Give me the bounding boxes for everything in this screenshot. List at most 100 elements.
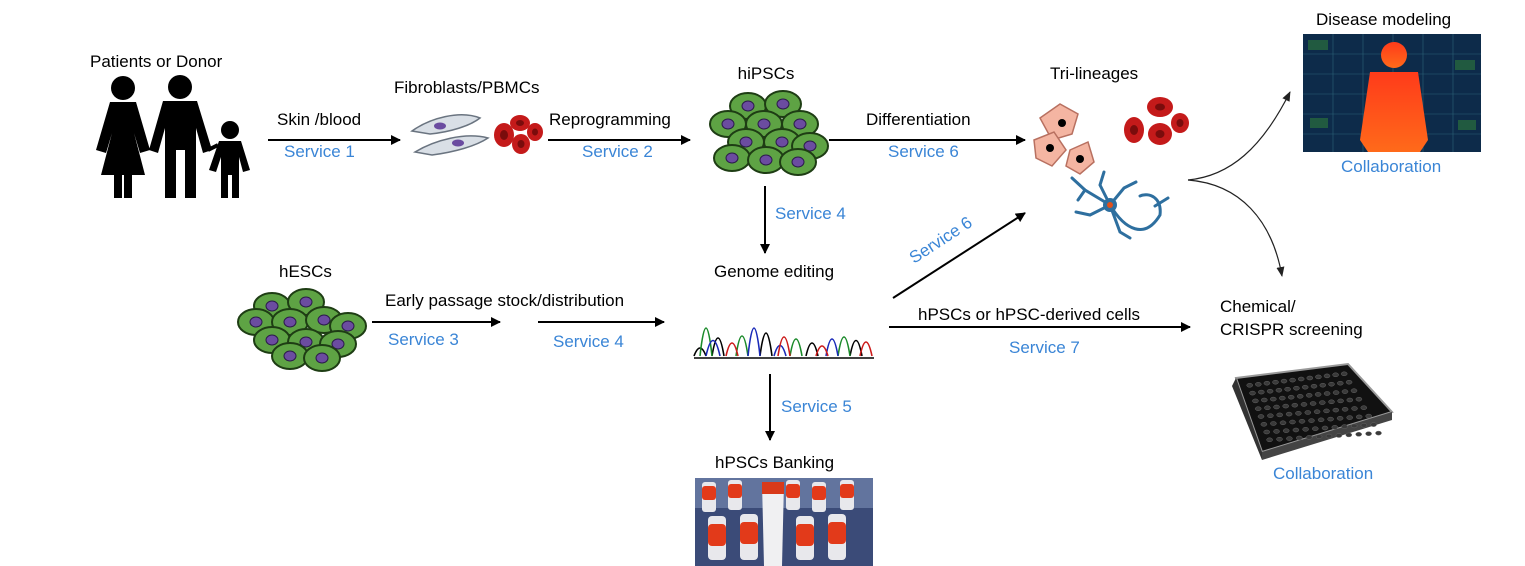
plate-well bbox=[1346, 397, 1354, 403]
plate-well bbox=[1297, 376, 1305, 382]
plate-well bbox=[1305, 393, 1313, 398]
plate-well bbox=[1332, 407, 1340, 413]
service-4-label: Service 4 bbox=[775, 204, 846, 223]
plate-well bbox=[1312, 426, 1319, 431]
plate-well bbox=[1276, 436, 1283, 442]
curve-to-disease-modeling bbox=[1187, 91, 1291, 181]
node-hpscs-banking-label: hPSCs Banking bbox=[715, 453, 835, 472]
plate-well bbox=[1298, 419, 1306, 424]
plate-well bbox=[1279, 420, 1287, 426]
node-genome-editing-label: Genome editing bbox=[714, 262, 835, 281]
red-blood-cells-icon bbox=[1124, 97, 1189, 145]
plate-well bbox=[1351, 406, 1358, 411]
edge-differentiation-label: Differentiation bbox=[866, 110, 971, 129]
plate-well bbox=[1321, 425, 1329, 431]
plate-well bbox=[1325, 433, 1333, 439]
plate-well bbox=[1328, 399, 1335, 405]
edge-skin-blood-label: Skin /blood bbox=[277, 110, 362, 129]
plate-well bbox=[1289, 419, 1296, 425]
plate-well bbox=[1273, 429, 1280, 434]
service-3-label: Service 3 bbox=[388, 330, 459, 349]
plate-well bbox=[1280, 378, 1288, 384]
plate-well bbox=[1365, 431, 1372, 436]
plate-well bbox=[1341, 389, 1349, 394]
plate-well bbox=[1355, 414, 1363, 420]
plate-well bbox=[1263, 429, 1270, 435]
node-disease-modeling-label: Disease modeling bbox=[1316, 10, 1452, 29]
plate-well bbox=[1254, 406, 1262, 411]
plate-well bbox=[1255, 382, 1262, 387]
plate-well bbox=[1332, 372, 1339, 378]
plate-well bbox=[1313, 409, 1321, 414]
plate-well bbox=[1337, 380, 1344, 386]
plate-well bbox=[1350, 423, 1358, 429]
fibroblast-cells-icon bbox=[410, 114, 490, 156]
plate-well bbox=[1292, 427, 1300, 433]
plate-well bbox=[1345, 432, 1353, 438]
cell-colony-icon bbox=[237, 288, 367, 372]
collaboration-disease-label: Collaboration bbox=[1341, 157, 1442, 176]
plate-well bbox=[1284, 386, 1291, 392]
plate-well bbox=[1296, 435, 1303, 441]
service-4b-label: Service 4 bbox=[553, 332, 624, 351]
family-silhouette-icon bbox=[96, 75, 250, 198]
plate-well bbox=[1350, 388, 1358, 393]
node-hipscs-label: hiPSCs bbox=[737, 64, 795, 83]
plate-well bbox=[1270, 396, 1277, 402]
arrows bbox=[268, 135, 1191, 441]
plate-well bbox=[1296, 394, 1304, 399]
plate-well bbox=[1365, 413, 1372, 419]
plate-well bbox=[1328, 381, 1335, 387]
plate-well bbox=[1275, 387, 1283, 393]
plate-well bbox=[1323, 391, 1331, 396]
plate-well bbox=[1261, 397, 1268, 403]
node-screening-label-2: CRISPR screening bbox=[1220, 320, 1363, 339]
node-trilineages-label: Tri-lineages bbox=[1050, 64, 1139, 83]
plate-well bbox=[1300, 402, 1308, 407]
edge-early-passage-label: Early passage stock/distribution bbox=[385, 291, 625, 310]
cell-colony-icon bbox=[709, 90, 829, 176]
plate-well bbox=[1305, 435, 1313, 440]
edge-hpsc-derived-label: hPSCs or hPSC-derived cells bbox=[918, 305, 1141, 324]
plate-well bbox=[1341, 424, 1348, 429]
plate-well bbox=[1370, 422, 1377, 427]
plate-well bbox=[1295, 411, 1302, 416]
plate-well bbox=[1317, 417, 1325, 423]
plate-well bbox=[1319, 382, 1327, 388]
curved-arrows bbox=[1187, 91, 1291, 277]
plate-well bbox=[1264, 405, 1271, 411]
tube-rack-photo-icon bbox=[695, 478, 873, 566]
plate-well bbox=[1267, 413, 1274, 418]
plate-well bbox=[1282, 428, 1290, 433]
edge-reprogramming-label: Reprogramming bbox=[549, 110, 671, 129]
plate-well bbox=[1341, 407, 1349, 412]
plate-well bbox=[1346, 415, 1353, 420]
plate-well bbox=[1270, 421, 1277, 426]
cardiomyocyte-cells-icon bbox=[1033, 103, 1095, 175]
collaboration-screening-label: Collaboration bbox=[1273, 464, 1374, 483]
plate-well bbox=[1301, 384, 1309, 390]
plate-well bbox=[1315, 374, 1322, 380]
plate-well bbox=[1360, 423, 1368, 428]
plate-well bbox=[1286, 436, 1293, 441]
plate-well bbox=[1337, 398, 1344, 404]
service-6-diagonal-label: Service 6 bbox=[906, 213, 976, 268]
plate-well bbox=[1246, 383, 1253, 388]
plate-well bbox=[1355, 396, 1363, 402]
arrow-service-6 bbox=[892, 212, 1026, 299]
plate-well bbox=[1310, 383, 1318, 389]
plate-well bbox=[1266, 437, 1273, 443]
plate-well bbox=[1306, 375, 1314, 381]
service-1-label: Service 1 bbox=[284, 142, 355, 161]
multiwell-plate-icon bbox=[1232, 362, 1394, 460]
plate-well bbox=[1335, 433, 1343, 438]
plate-well bbox=[1302, 427, 1309, 432]
plate-well bbox=[1355, 432, 1362, 437]
plate-well bbox=[1260, 422, 1268, 427]
plate-well bbox=[1252, 398, 1259, 404]
plate-well bbox=[1323, 408, 1330, 414]
plate-well bbox=[1309, 401, 1317, 406]
plate-well bbox=[1319, 400, 1326, 405]
plate-well bbox=[1345, 379, 1353, 385]
